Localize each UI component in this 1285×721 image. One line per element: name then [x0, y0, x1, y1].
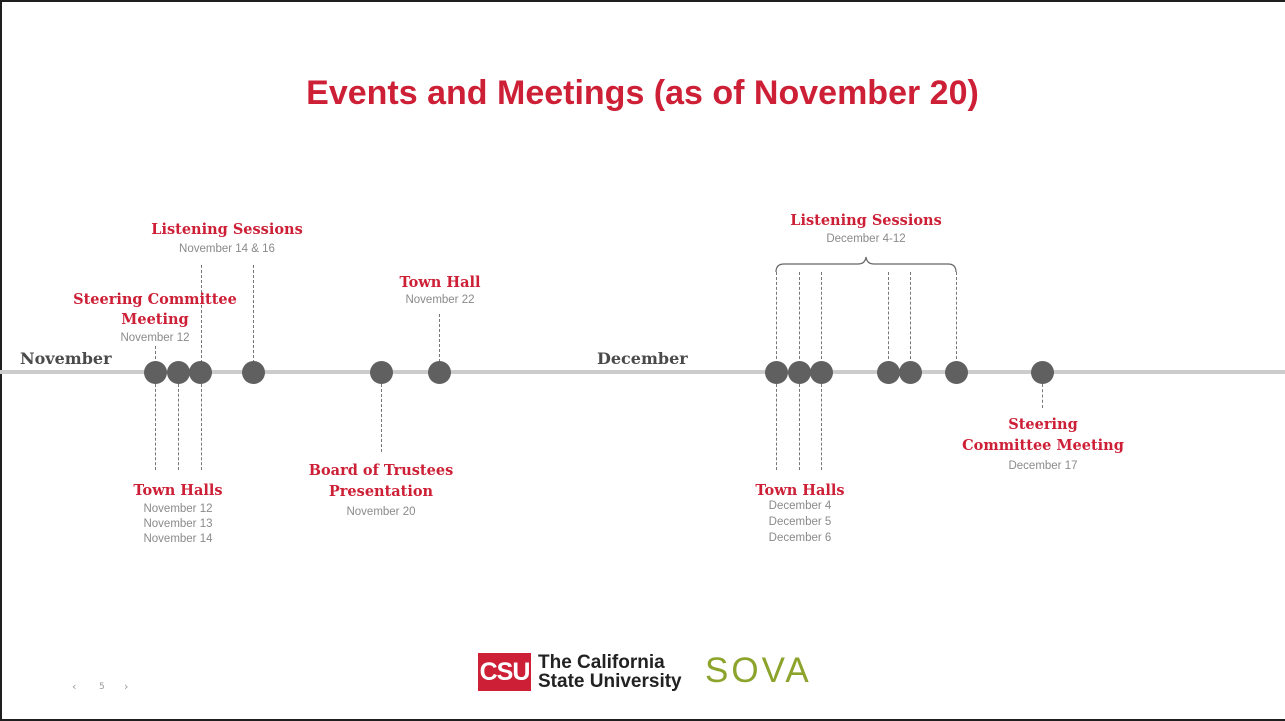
connector-steering-nov: [155, 346, 156, 364]
prev-slide-button[interactable]: ‹: [72, 680, 77, 693]
page-number: 5: [99, 682, 105, 692]
event-dot-dec17: [1031, 361, 1054, 384]
steering-committee-nov-label-line1: Steering Committee: [73, 291, 237, 308]
connector-board: [381, 384, 382, 452]
connector-townhall-nov13: [178, 384, 179, 470]
town-halls-dec-date-2: December 5: [768, 516, 832, 528]
board-trustees-date: November 20: [346, 506, 416, 518]
steering-committee-dec-label-line1: Steering: [1008, 416, 1078, 433]
town-halls-nov-date-1: November 12: [143, 503, 213, 515]
connector-townhall-dec6: [821, 384, 822, 470]
event-dot-dec-b: [899, 361, 922, 384]
event-dot-dec6: [810, 361, 833, 384]
event-dot-nov22: [428, 361, 451, 384]
sova-logo: SOVA: [705, 651, 812, 690]
event-dot-nov16: [242, 361, 265, 384]
listening-sessions-dec-label: Listening Sessions: [790, 212, 942, 229]
connector-listening-dec-1: [776, 272, 777, 364]
connector-townhall-dec5: [799, 384, 800, 470]
steering-committee-dec-date: December 17: [1008, 460, 1078, 472]
event-dot-nov13: [167, 361, 190, 384]
town-halls-dec-date-1: December 4: [768, 500, 832, 512]
next-slide-button[interactable]: ›: [124, 680, 129, 693]
town-hall-nov22-date: November 22: [405, 294, 475, 306]
csu-logo-text: The California State University: [538, 653, 682, 691]
csu-logo-text-line1: The California: [538, 652, 665, 673]
connector-listening-nov-1: [201, 265, 202, 363]
csu-logo-mark: CSU: [478, 653, 531, 691]
event-dot-dec-c: [945, 361, 968, 384]
connector-listening-dec-5: [910, 272, 911, 364]
event-dot-dec-a: [877, 361, 900, 384]
connector-townhall-nov22: [439, 314, 440, 362]
board-trustees-label-line2: Presentation: [328, 483, 434, 500]
town-halls-dec-label: Town Halls: [755, 482, 845, 499]
slide-title: Events and Meetings (as of November 20): [306, 74, 979, 112]
connector-listening-dec-3: [821, 272, 822, 364]
connector-listening-dec-4: [888, 272, 889, 364]
connector-listening-dec-2: [799, 272, 800, 364]
event-dot-dec4: [765, 361, 788, 384]
town-halls-nov-date-2: November 13: [143, 518, 213, 530]
event-dot-nov14: [189, 361, 212, 384]
listening-sessions-dec-date: December 4-12: [826, 233, 906, 245]
connector-steering-dec: [1042, 384, 1043, 408]
connector-listening-nov-2: [253, 265, 254, 363]
listening-sessions-nov-date: November 14 & 16: [179, 243, 275, 255]
connector-listening-dec-6: [956, 272, 957, 364]
listening-sessions-nov-label: Listening Sessions: [151, 221, 303, 238]
town-halls-nov-date-3: November 14: [143, 533, 213, 545]
connector-townhall-nov14: [201, 384, 202, 470]
csu-logo-text-line2: State University: [538, 671, 682, 692]
listening-sessions-brace: [775, 256, 957, 273]
town-halls-nov-label: Town Halls: [133, 482, 223, 499]
steering-committee-nov-label-line2: Meeting: [121, 311, 189, 328]
steering-committee-nov-date: November 12: [120, 332, 190, 344]
event-dot-dec5: [788, 361, 811, 384]
board-trustees-label-line1: Board of Trustees: [308, 462, 454, 479]
month-label-november: November: [20, 349, 112, 368]
steering-committee-dec-label-line2: Committee Meeting: [962, 437, 1124, 454]
town-hall-nov22-label: Town Hall: [399, 274, 481, 291]
town-halls-dec-date-3: December 6: [768, 532, 832, 544]
connector-townhall-nov12: [155, 384, 156, 470]
event-dot-nov12: [144, 361, 167, 384]
event-dot-nov20: [370, 361, 393, 384]
month-label-december: December: [597, 349, 688, 368]
timeline-axis: [0, 370, 1285, 374]
connector-townhall-dec4: [776, 384, 777, 470]
